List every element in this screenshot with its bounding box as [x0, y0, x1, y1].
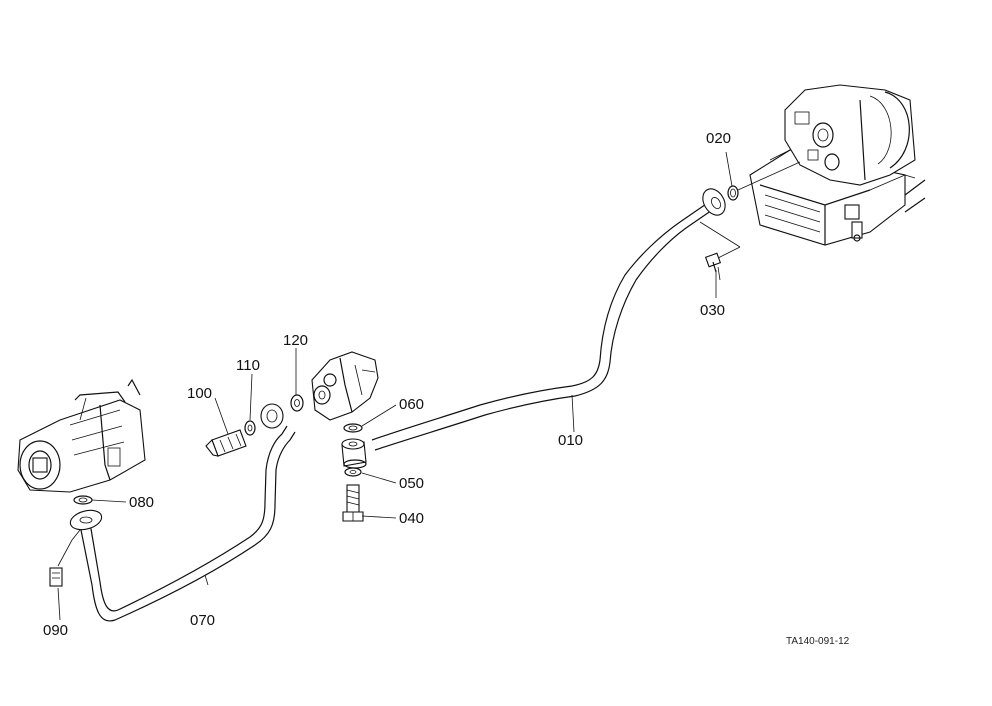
- washer-120: [290, 394, 304, 412]
- label-010: 010: [558, 432, 584, 449]
- label-030: 030: [700, 302, 726, 319]
- label-100: 100: [187, 385, 213, 402]
- washer-050: [344, 467, 362, 477]
- washer-060: [343, 423, 363, 433]
- label-060: 060: [399, 396, 425, 413]
- label-040: 040: [399, 510, 425, 527]
- label-050: 050: [399, 475, 425, 492]
- reference-code: TA140-091-12: [786, 636, 850, 647]
- label-020: 020: [706, 130, 732, 147]
- pipe-070: [69, 403, 296, 622]
- bolt-090: [49, 529, 81, 587]
- bolt-030: [699, 221, 741, 281]
- label-070: 070: [190, 612, 216, 629]
- seal-080: [73, 495, 93, 505]
- banjo-bolt-100: [205, 429, 247, 457]
- label-120: 120: [283, 332, 309, 349]
- washer-110: [244, 420, 256, 436]
- hydraulic-block: [749, 84, 926, 246]
- hydraulic-pump: [17, 378, 146, 493]
- label-080: 080: [129, 494, 155, 511]
- leader-lines: [57, 151, 733, 621]
- label-110: 110: [236, 357, 260, 374]
- label-090: 090: [43, 622, 69, 639]
- o-ring-020: [727, 161, 801, 201]
- pipe-010: [371, 188, 726, 451]
- banjo-bolt-040: [342, 484, 364, 522]
- joint-body: [311, 351, 379, 421]
- banjo-fitting: [341, 438, 367, 469]
